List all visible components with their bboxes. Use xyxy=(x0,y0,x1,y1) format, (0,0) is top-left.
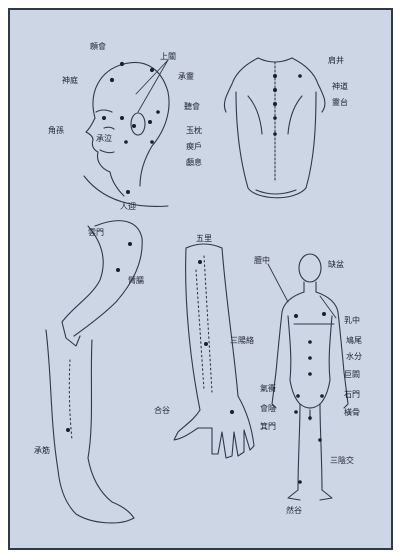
label-ruzhong: 乳中 xyxy=(344,316,360,325)
label-renying: 人迎 xyxy=(120,202,136,211)
label-shenting: 神庭 xyxy=(62,76,78,85)
label-luxi: 顱息 xyxy=(186,158,202,167)
label-rangu: 然谷 xyxy=(286,506,302,515)
label-tinghui: 聽會 xyxy=(184,102,200,111)
label-shimen: 石門 xyxy=(344,390,360,399)
label-jiaosun: 角孫 xyxy=(48,126,64,135)
label-yuzhen: 玉枕 xyxy=(186,126,202,135)
label-lingtai: 靈台 xyxy=(332,98,348,107)
label-hegu: 合谷 xyxy=(154,406,170,415)
label-jianjing: 肩井 xyxy=(328,56,344,65)
label-quepen: 缺盆 xyxy=(328,260,344,269)
label-sanyinjiao: 三陰交 xyxy=(330,456,354,465)
label-danzhong: 膻中 xyxy=(254,256,270,265)
label-shendao: 神道 xyxy=(332,82,348,91)
label-sanyangluo: 三陽絡 xyxy=(230,336,254,345)
back-torso-figure xyxy=(224,58,325,198)
label-huiyin: 會陰 xyxy=(260,404,276,413)
label-chengling: 承靈 xyxy=(178,72,194,81)
label-shangguan: 上關 xyxy=(160,52,176,61)
label-xinhui: 顖會 xyxy=(90,42,106,51)
label-qihu: 瘈戶 xyxy=(186,142,202,151)
label-yunmen: 雲門 xyxy=(88,228,104,237)
label-shuifen: 水分 xyxy=(346,352,362,361)
label-henggu: 橫骨 xyxy=(344,408,360,417)
label-jiuwei: 鳩尾 xyxy=(346,336,362,345)
forearm-figure xyxy=(174,244,254,458)
label-jimen: 箕門 xyxy=(260,422,276,431)
label-binao: 臂臑 xyxy=(128,276,144,285)
label-qichong: 氣衝 xyxy=(260,384,276,393)
label-chengqi: 承泣 xyxy=(96,134,112,143)
label-wuli: 五里 xyxy=(196,234,212,243)
label-chengjin: 承筋 xyxy=(34,446,50,455)
label-juque: 巨闕 xyxy=(344,370,360,379)
side-leg-figure xyxy=(46,221,142,523)
